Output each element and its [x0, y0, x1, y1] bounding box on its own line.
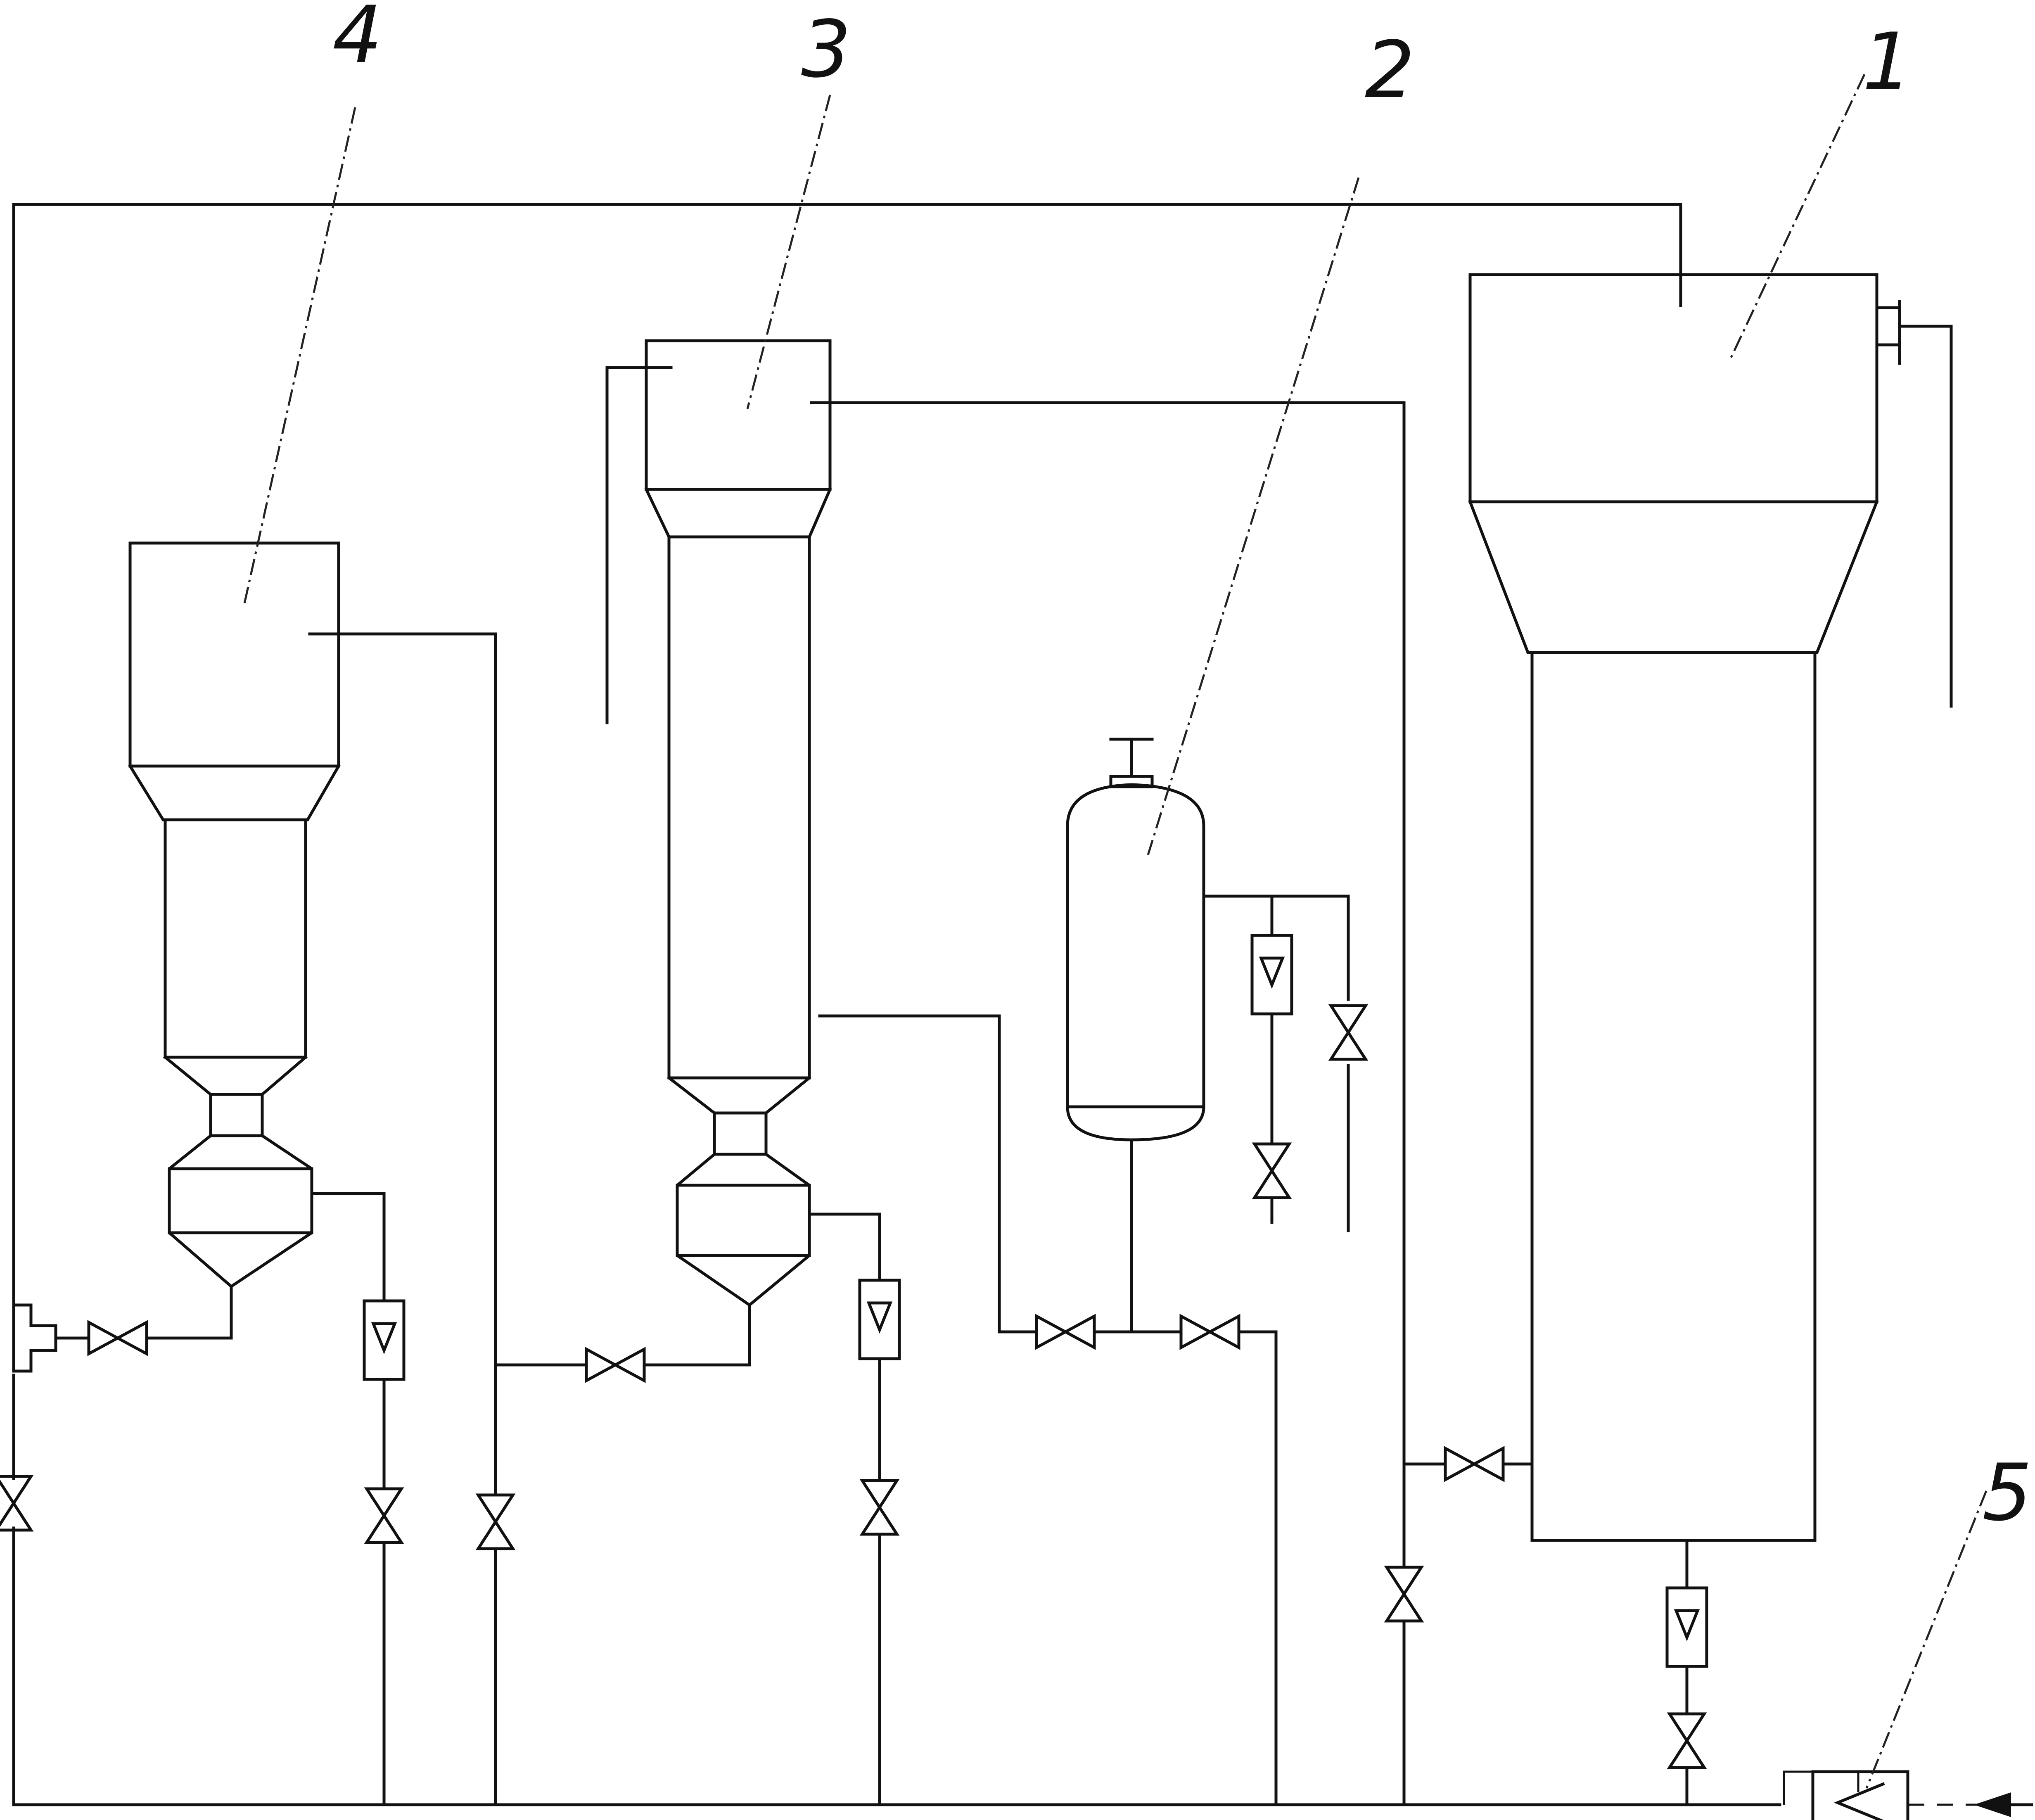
flowmeter-icon [1667, 1588, 1707, 1666]
label-unit-4: 4 [332, 0, 382, 81]
flowmeters [364, 935, 1707, 1666]
valve-icon[interactable] [478, 1495, 513, 1549]
flowmeter-icon [1252, 935, 1292, 1014]
valve-icon[interactable] [1036, 1316, 1094, 1348]
valve-icon[interactable] [89, 1322, 147, 1354]
labels: 1 2 3 4 5 [332, 0, 2032, 1538]
label-unit-2: 2 [1365, 24, 1415, 116]
steam-trap [12, 1303, 57, 1373]
valves [0, 1006, 1704, 1768]
pump-icon [1811, 1770, 1909, 1820]
valve-icon[interactable] [0, 1476, 31, 1530]
vessel-1 [1468, 273, 1901, 1542]
pipework [12, 203, 1953, 1806]
label-unit-5: 5 [1982, 1447, 2032, 1538]
leader-lines [242, 74, 1988, 1789]
flowmeter-icon [364, 1301, 404, 1379]
valve-icon[interactable] [1387, 1567, 1421, 1621]
label-unit-3: 3 [801, 4, 851, 95]
column-4 [128, 541, 341, 1288]
column-3 [644, 339, 832, 1307]
valve-icon[interactable] [1331, 1006, 1366, 1059]
pump-5 [1783, 1770, 2033, 1820]
valve-icon[interactable] [1181, 1316, 1239, 1348]
valve-icon[interactable] [1255, 1144, 1289, 1198]
valve-icon[interactable] [1445, 1448, 1503, 1480]
valve-icon[interactable] [367, 1489, 401, 1542]
valve-icon[interactable] [862, 1481, 897, 1534]
valve-icon[interactable] [586, 1349, 644, 1381]
label-unit-1: 1 [1862, 16, 1912, 107]
valve-icon[interactable] [1670, 1714, 1704, 1768]
vessel-2 [1066, 738, 1205, 1141]
flowmeter-icon [860, 1280, 899, 1359]
